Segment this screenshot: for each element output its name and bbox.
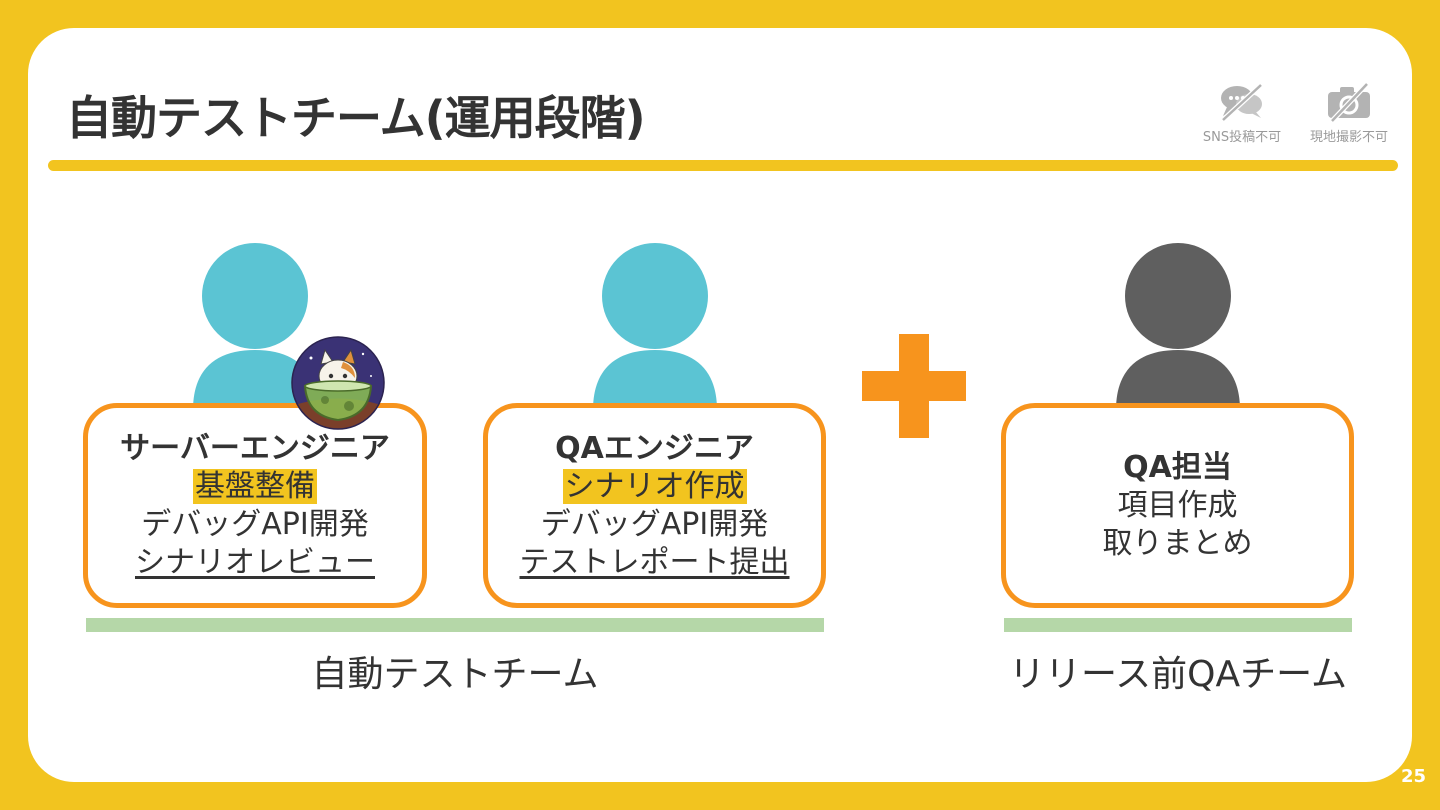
card-line: デバッグAPI開発	[540, 506, 769, 542]
card-qa-staff: QA担当 項目作成 取りまとめ	[1001, 403, 1354, 608]
notice-no-sns: SNS投稿不可	[1192, 82, 1292, 145]
plus-icon	[862, 334, 966, 438]
team-label-automation: 自動テストチーム	[311, 654, 599, 695]
person-qa-engineer-icon	[593, 243, 717, 410]
team-label-prerelease-qa: リリース前QAチーム	[1008, 654, 1348, 695]
slide-title: 自動テストチーム(運用段階)	[66, 91, 646, 145]
card-highlight: 基盤整備	[193, 468, 317, 504]
team-bar-automation	[86, 618, 824, 632]
person-server-engineer-icon	[193, 243, 317, 410]
no-sns-icon	[1221, 83, 1263, 122]
card-underline: シナリオレビュー	[135, 544, 375, 580]
page-number: 25	[1400, 766, 1426, 787]
card-line: デバッグAPI開発	[141, 506, 369, 542]
team-bar-prerelease-qa	[1004, 618, 1352, 632]
card-server-engineer: サーバーエンジニア 基盤整備 デバッグAPI開発 シナリオレビュー	[83, 403, 427, 608]
title-underline	[48, 160, 1398, 171]
card-underline: テストレポート提出	[519, 544, 790, 580]
notice-label: 現地撮影不可	[1309, 130, 1388, 145]
card-role: サーバーエンジニア	[120, 430, 390, 466]
no-camera-icon	[1328, 82, 1370, 122]
notice-label: SNS投稿不可	[1202, 130, 1282, 145]
card-role: QAエンジニア	[555, 430, 754, 466]
notice-no-camera: 現地撮影不可	[1299, 82, 1399, 145]
card-qa-engineer: QAエンジニア シナリオ作成 デバッグAPI開発 テストレポート提出	[483, 403, 826, 608]
cat-avatar-icon	[291, 336, 385, 430]
card-highlight: シナリオ作成	[562, 468, 747, 504]
card-role: QA担当	[1123, 449, 1232, 485]
person-qa-staff-icon	[1116, 243, 1240, 410]
card-line: 取りまとめ	[1102, 525, 1253, 561]
card-line: 項目作成	[1117, 487, 1238, 523]
